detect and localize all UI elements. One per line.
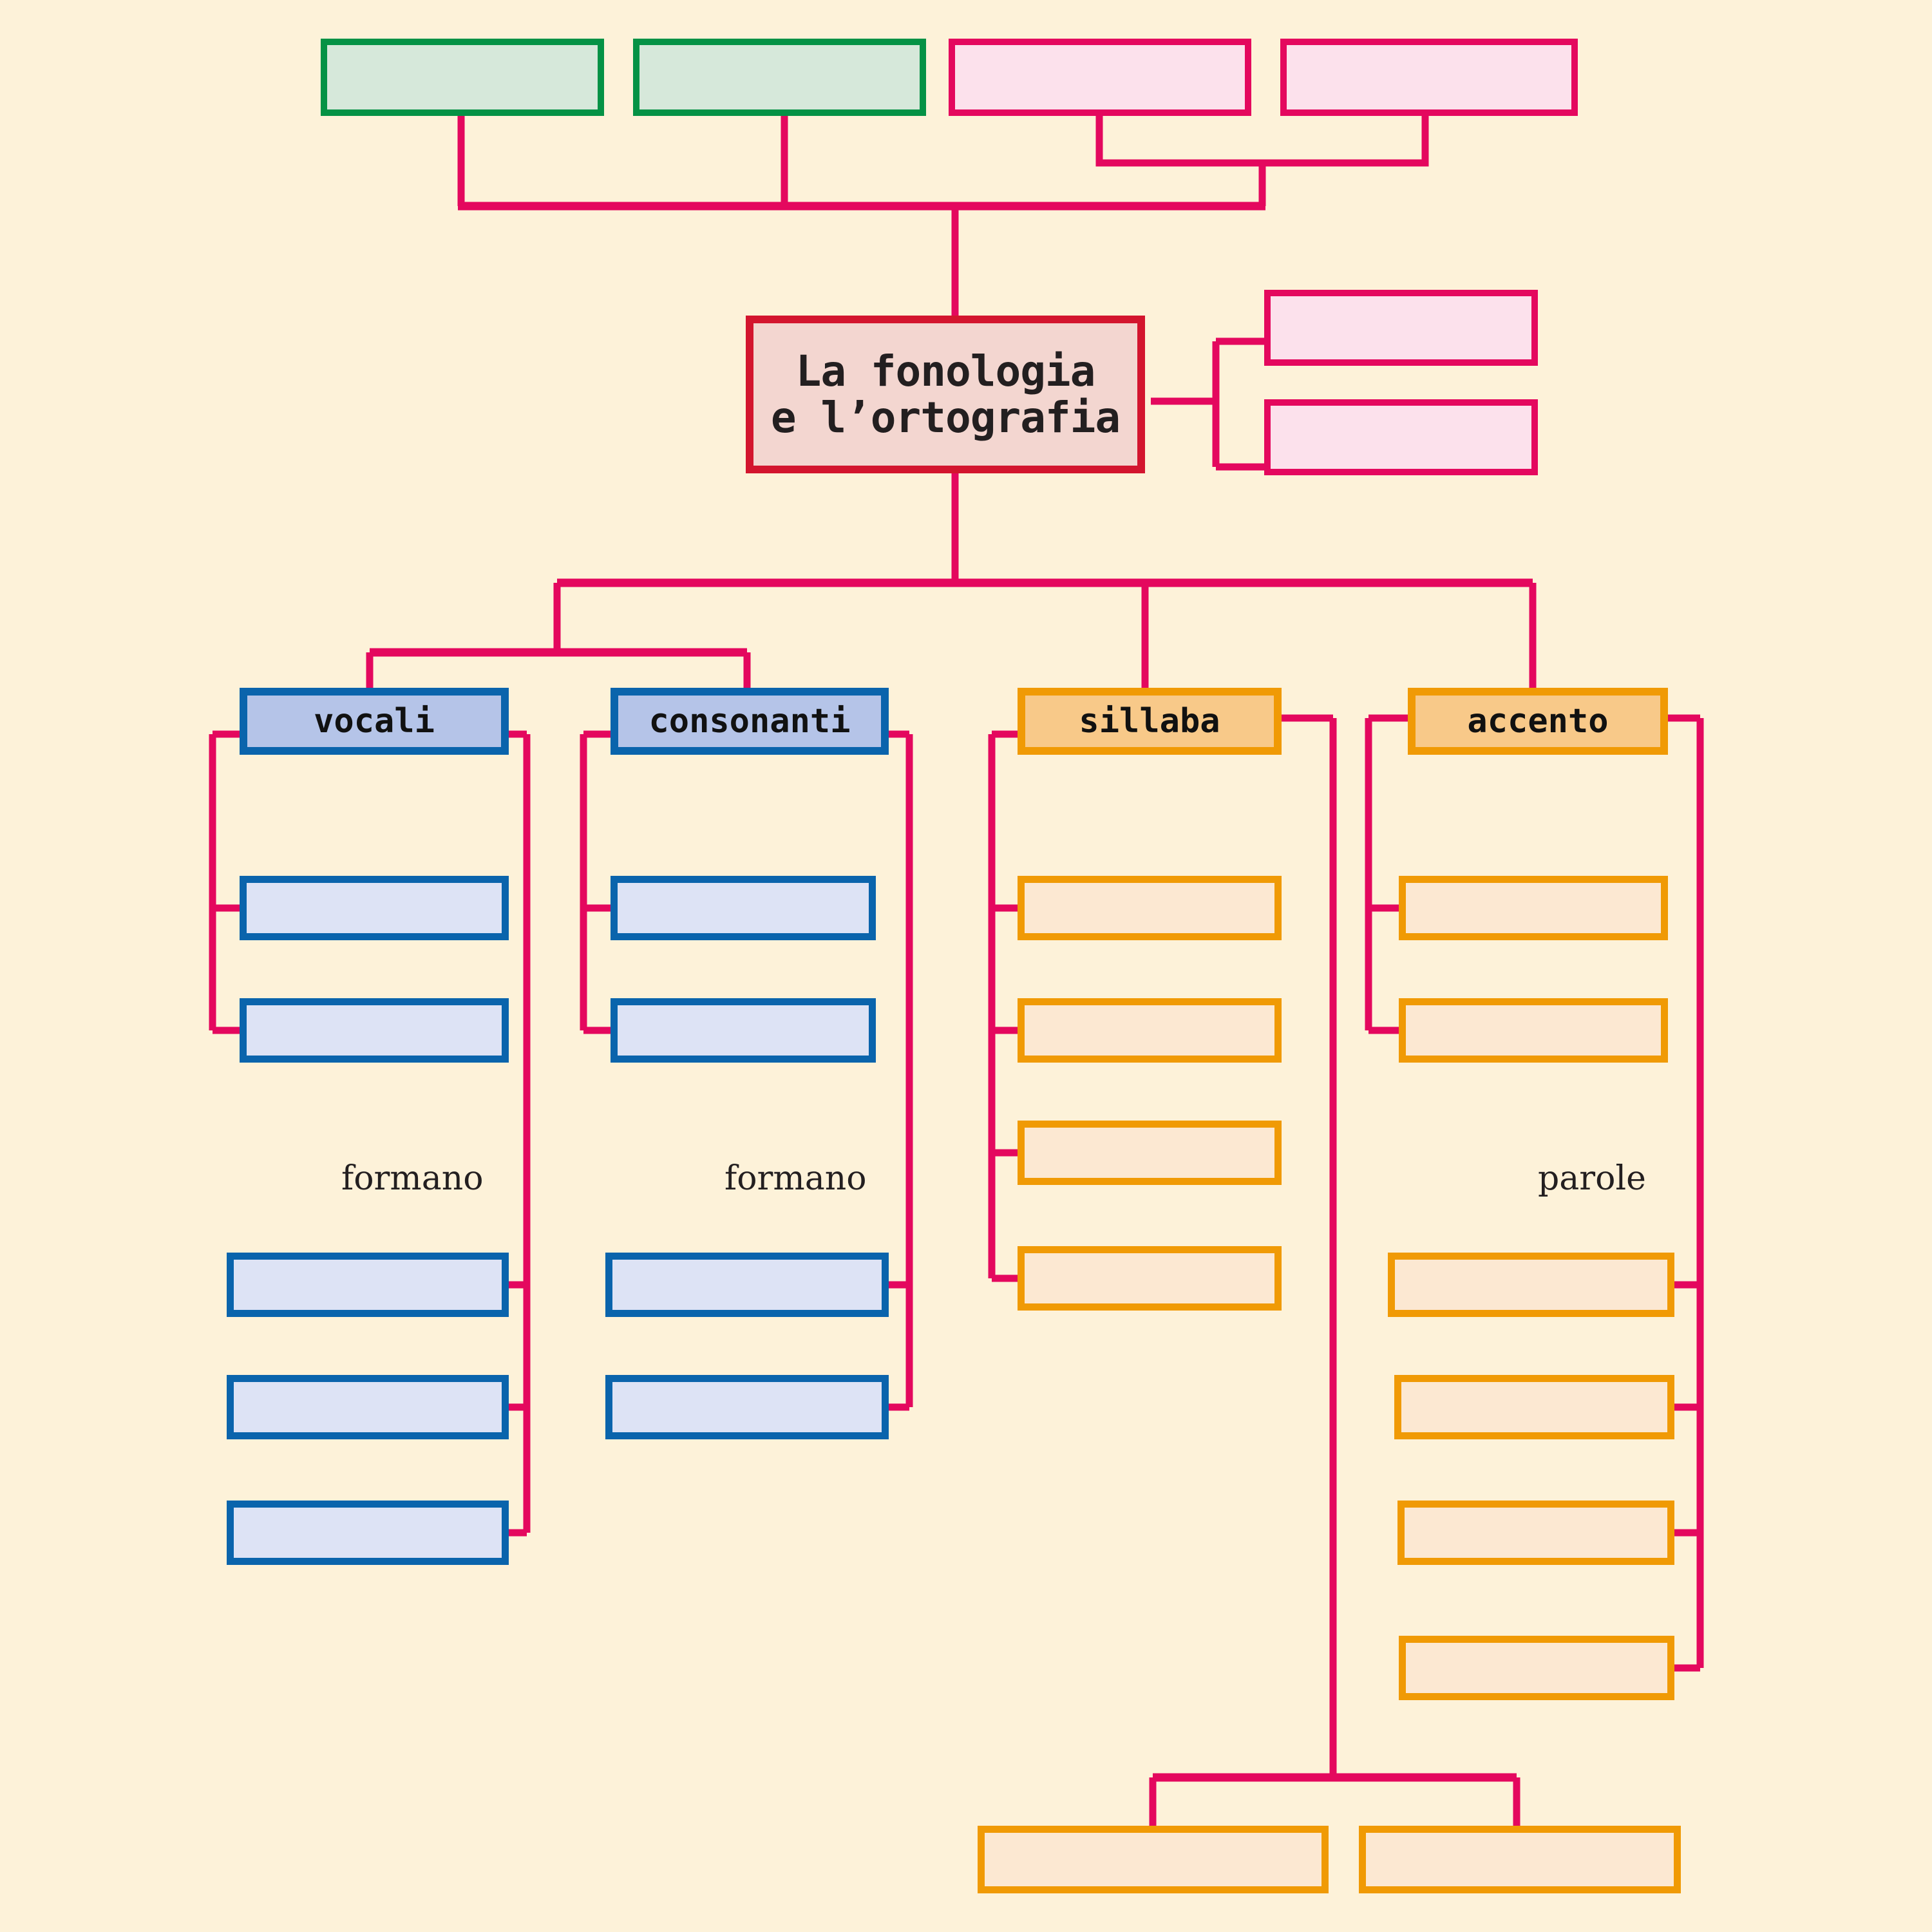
consonanti-group-1[interactable] [605,1253,889,1317]
accento-child-2[interactable] [1399,998,1668,1063]
title-line-1: La fonologia [795,346,1096,397]
consonanti-child-1[interactable] [611,876,876,940]
top-box-pink-1[interactable] [949,39,1251,116]
consonanti-connector-label: formano [724,1159,867,1198]
parole-group-4[interactable] [1399,1636,1674,1700]
sillaba-child-1[interactable] [1018,876,1282,940]
consonanti-child-2[interactable] [611,998,876,1063]
vocali-connector-label: formano [341,1159,484,1198]
side-box-pink-1[interactable] [1264,290,1538,366]
sillaba-group-2[interactable] [1359,1826,1681,1893]
top-box-green-1[interactable] [321,39,604,116]
link-top-pink-pair [1095,116,1429,167]
sillaba-child-3[interactable] [1018,1121,1282,1185]
vocali-child-2[interactable] [240,998,509,1063]
vocali-group-1[interactable] [227,1253,509,1317]
branch-header-vocali[interactable]: vocali [240,688,509,755]
sillaba-child-4[interactable] [1018,1246,1282,1311]
sillaba-group-1[interactable] [978,1826,1329,1893]
vocali-group-3[interactable] [227,1501,509,1565]
branch-header-consonanti[interactable]: consonanti [611,688,889,755]
parole-group-1[interactable] [1388,1253,1674,1317]
sillaba-child-2[interactable] [1018,998,1282,1063]
branch-header-accento[interactable]: accento [1408,688,1668,755]
vocali-child-1[interactable] [240,876,509,940]
page-title: La fonologia e l’ortografia [746,316,1145,473]
parole-group-2[interactable] [1394,1375,1674,1439]
top-box-green-2[interactable] [633,39,926,116]
branch-header-sillaba[interactable]: sillaba [1018,688,1282,755]
side-box-pink-2[interactable] [1264,399,1538,475]
accento-connector-label: parole [1538,1159,1646,1198]
consonanti-group-2[interactable] [605,1375,889,1439]
title-line-2: e l’ortografia [770,392,1121,442]
vocali-group-2[interactable] [227,1375,509,1439]
top-box-pink-2[interactable] [1280,39,1578,116]
accento-child-1[interactable] [1399,876,1668,940]
parole-group-3[interactable] [1397,1501,1674,1565]
